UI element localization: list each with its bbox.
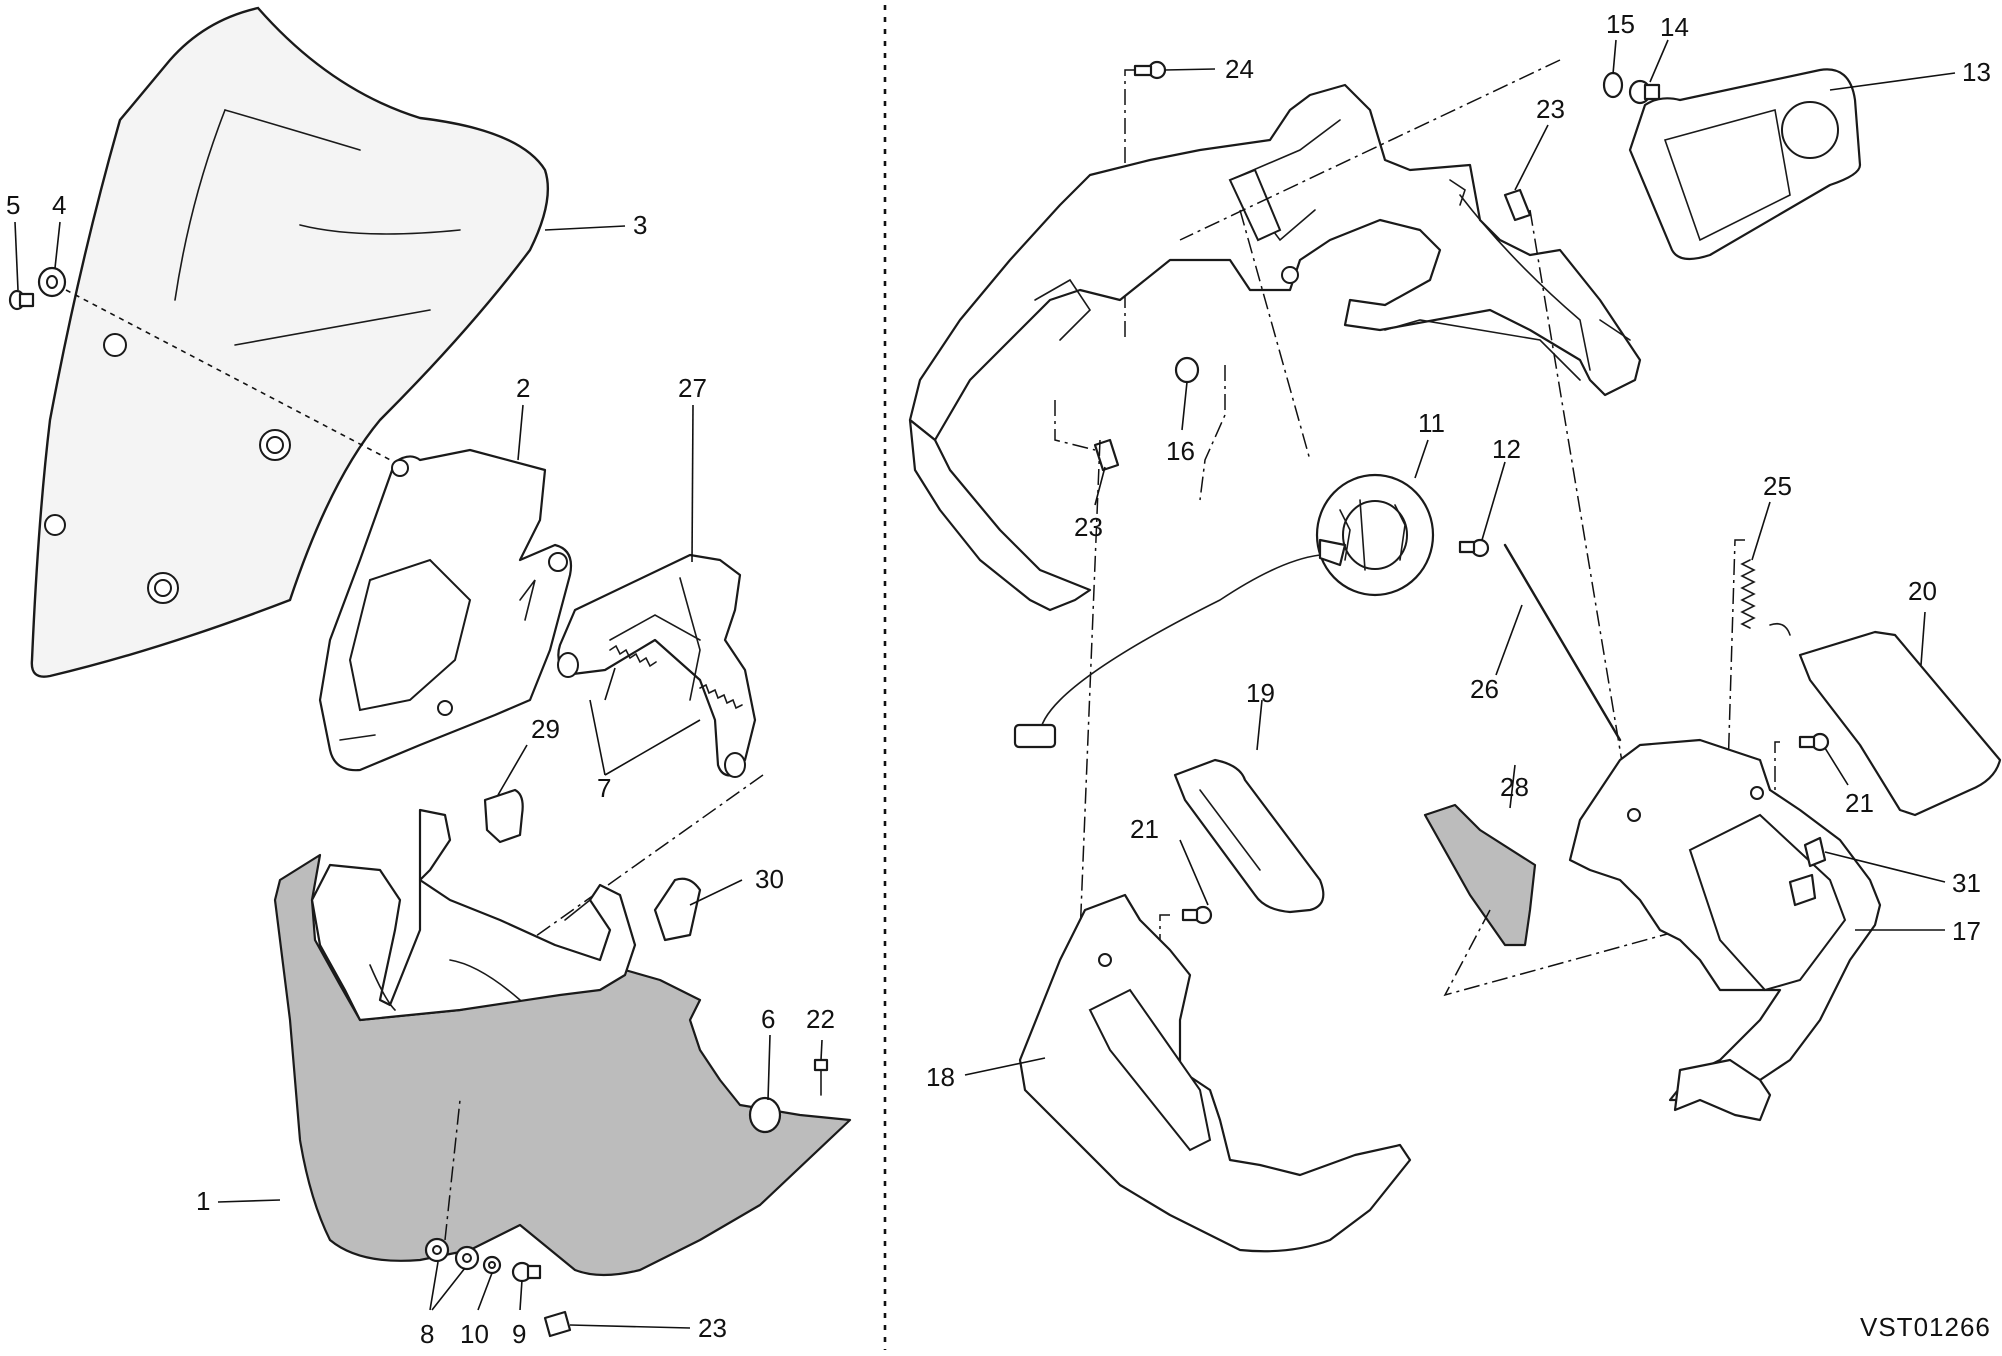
callout-11: 11 <box>1418 408 1445 438</box>
screw-part-9[interactable] <box>511 1261 542 1283</box>
callout-31: 31 <box>1952 868 1981 898</box>
lower-fairing-part-18[interactable] <box>1018 893 1412 1253</box>
callout-22: 22 <box>806 1004 835 1034</box>
screw-part-12[interactable] <box>1458 538 1490 558</box>
callout-15: 15 <box>1606 9 1635 39</box>
bracket-part-2[interactable] <box>318 448 573 772</box>
callout-21-right: 21 <box>1845 788 1874 818</box>
callout-labels: 3 5 4 2 27 29 7 30 6 22 1 8 10 9 23 24 1… <box>6 9 1991 1349</box>
spring-part-7[interactable] <box>589 644 743 776</box>
callout-26: 26 <box>1470 674 1499 704</box>
callout-5: 5 <box>6 190 20 220</box>
callout-6: 6 <box>761 1004 775 1034</box>
callout-30: 30 <box>755 864 784 894</box>
instrument-support-part-27[interactable] <box>557 553 757 778</box>
screw-part-14[interactable] <box>1628 79 1661 105</box>
screw-part-24[interactable] <box>1133 60 1167 80</box>
nut-part-16[interactable] <box>1174 356 1200 384</box>
screw-part-22[interactable] <box>813 1058 829 1096</box>
callout-20: 20 <box>1908 576 1937 606</box>
insert-part-28[interactable] <box>1423 803 1537 947</box>
connector-part-31[interactable] <box>1788 836 1827 907</box>
callout-12: 12 <box>1492 434 1521 464</box>
callout-3: 3 <box>633 210 647 240</box>
callout-13: 13 <box>1962 57 1991 87</box>
callout-14: 14 <box>1660 12 1689 42</box>
drawing-code: VST01266 <box>1860 1312 1991 1342</box>
washer-part-8[interactable] <box>424 1237 480 1271</box>
lower-fairing-part-17[interactable] <box>1568 738 1882 1122</box>
nut-part-6[interactable] <box>748 1096 782 1134</box>
callout-4: 4 <box>52 190 66 220</box>
headlight-part-11[interactable] <box>1013 473 1435 749</box>
callout-19: 19 <box>1246 678 1275 708</box>
fairing-part-1[interactable] <box>273 808 852 1277</box>
upper-fairing-frame[interactable] <box>908 83 1642 612</box>
callout-1: 1 <box>196 1186 210 1216</box>
callout-17: 17 <box>1952 916 1981 946</box>
washer-part-10[interactable] <box>482 1255 502 1275</box>
callout-23-top: 23 <box>1536 94 1565 124</box>
callout-8: 8 <box>420 1319 434 1349</box>
cover-panel-part-19[interactable] <box>1173 758 1325 914</box>
callout-27: 27 <box>678 373 707 403</box>
callout-10: 10 <box>460 1319 489 1349</box>
rod-part-26[interactable] <box>1503 543 1622 742</box>
callout-2: 2 <box>516 373 530 403</box>
callout-28: 28 <box>1500 772 1529 802</box>
callout-16: 16 <box>1166 436 1195 466</box>
callout-21-left: 21 <box>1130 814 1159 844</box>
callout-leaders <box>14 39 1956 1329</box>
cover-part-29[interactable] <box>483 788 524 844</box>
grommet-part-4[interactable] <box>37 266 67 298</box>
callout-29: 29 <box>531 714 560 744</box>
windscreen-part-3[interactable] <box>30 6 550 678</box>
callout-7: 7 <box>597 773 611 803</box>
callout-24: 24 <box>1225 54 1254 84</box>
clip-part-23-lower-left[interactable] <box>1093 438 1120 472</box>
callout-23-bottom: 23 <box>698 1313 727 1343</box>
callout-9: 9 <box>512 1319 526 1349</box>
callout-23-mid: 23 <box>1074 512 1103 542</box>
instrument-panel-part-13[interactable] <box>1628 68 1862 261</box>
spring-part-25[interactable] <box>1740 559 1791 636</box>
screw-part-21-left[interactable] <box>1181 905 1213 925</box>
side-panel-part-20[interactable] <box>1798 630 2002 817</box>
callout-18: 18 <box>926 1062 955 1092</box>
cover-part-30[interactable] <box>653 877 702 942</box>
screw-part-5[interactable] <box>8 289 35 311</box>
callout-25: 25 <box>1763 471 1792 501</box>
clip-part-23-left[interactable] <box>543 1310 572 1338</box>
clip-part-23-upper-right[interactable] <box>1503 188 1532 222</box>
screw-part-21-right[interactable] <box>1798 732 1830 752</box>
washer-part-15[interactable] <box>1602 71 1624 99</box>
